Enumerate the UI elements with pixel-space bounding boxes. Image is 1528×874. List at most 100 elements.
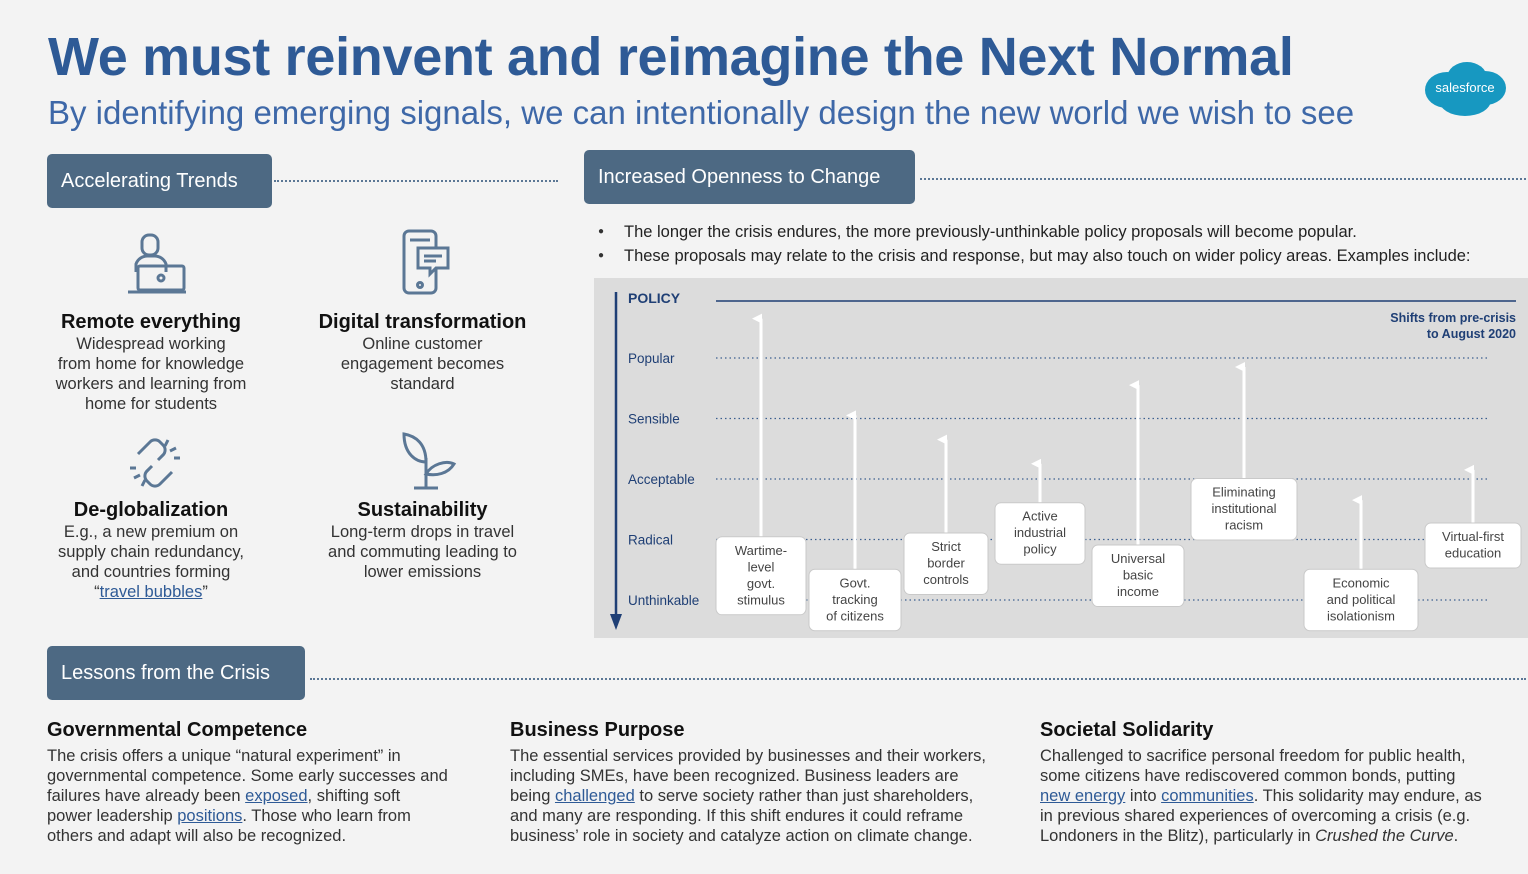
lesson-text: some citizens have rediscovered common b… <box>1040 767 1456 785</box>
level-label: Unthinkable <box>628 593 699 608</box>
policy-label: Eliminating <box>1212 485 1276 500</box>
trend-sustainability: Sustainability Long-term drops in travel… <box>300 500 545 582</box>
divider <box>920 178 1526 180</box>
trend-title: Remote everything <box>60 311 242 333</box>
lesson-text: business’ role in society and catalyze a… <box>510 827 973 845</box>
page-title: We must reinvent and reimagine the Next … <box>48 27 1294 87</box>
policy-label: level <box>748 559 775 574</box>
policy-label: income <box>1117 584 1159 599</box>
challenged-link[interactable]: challenged <box>554 787 635 805</box>
trend-text: Online customer <box>362 335 483 353</box>
trend-text: standard <box>390 375 455 393</box>
trend-text: Widespread working <box>76 335 226 353</box>
level-label: Radical <box>628 533 673 548</box>
trend-text: workers and learning from <box>55 375 247 393</box>
policy-label-box <box>1424 522 1522 569</box>
policy-label: Strict <box>931 539 961 554</box>
policy-label: Govt. <box>839 575 870 590</box>
policy-label: govt. <box>747 576 775 591</box>
lesson-title: Business Purpose <box>510 719 685 741</box>
policy-label-box <box>1091 544 1185 608</box>
policy-label: Economic <box>1332 575 1390 590</box>
policy-label: Wartime- <box>735 543 787 558</box>
lesson-text-part: , shifting soft <box>307 787 401 805</box>
lesson-text: The essential services provided by busin… <box>510 747 986 765</box>
accelerating-trends-heading: Accelerating Trends <box>47 154 272 208</box>
openness-bullets: The longer the crisis endures, the more … <box>598 220 1471 268</box>
policy-label: institutional <box>1211 501 1276 516</box>
communities-link[interactable]: communities <box>1161 787 1254 805</box>
lesson-text-part: to serve society rather than just shareh… <box>634 787 974 805</box>
level-label: Acceptable <box>628 472 695 487</box>
policy-label: border <box>927 555 965 570</box>
trend-title: De-globalization <box>73 499 229 521</box>
policy-chart: POLICY Shifts from pre-crisis to August … <box>610 290 1522 632</box>
lessons-heading: Lessons from the Crisis <box>47 646 305 700</box>
chart-note: Shifts from pre-crisis <box>1390 311 1516 325</box>
lesson-title: Societal Solidarity <box>1040 719 1214 741</box>
sprout-icon <box>394 428 458 492</box>
openness-heading: Increased Openness to Change <box>584 150 915 204</box>
policy-label: and political <box>1327 592 1396 607</box>
lesson-governmental-competence: Governmental Competence The crisis offer… <box>47 720 487 846</box>
divider <box>310 678 1526 680</box>
policy-label: Active <box>1022 509 1057 524</box>
lesson-text-part: Londoners in the Blitz), particularly in <box>1040 827 1316 845</box>
trend-text: engagement becomes <box>340 355 505 373</box>
policy-label: of citizens <box>826 608 884 623</box>
lesson-text: others and adapt will also be recognized… <box>47 827 347 845</box>
trend-text: from home for knowledge <box>57 355 245 373</box>
policy-label: Virtual-first <box>1442 529 1504 544</box>
lesson-text: The crisis offers a unique “natural expe… <box>47 747 401 765</box>
lesson-text: in previous shared experiences of overco… <box>1040 807 1471 825</box>
laptop-user-icon <box>120 230 190 300</box>
travel-bubbles-link[interactable]: travel bubbles <box>99 583 203 601</box>
policy-label: industrial <box>1014 525 1066 540</box>
policy-label-box <box>903 532 989 595</box>
policy-label-box <box>994 502 1086 565</box>
lesson-societal-solidarity: Societal Solidarity Challenged to sacrif… <box>1040 720 1520 846</box>
lesson-text-part: . Those who learn from <box>242 807 411 825</box>
policy-axis-arrowhead <box>610 614 622 630</box>
lesson-text: failures have already been exposed, shif… <box>47 786 487 806</box>
trend-text: home for students <box>84 395 218 413</box>
chart-note: to August 2020 <box>1427 327 1516 341</box>
positions-link[interactable]: positions <box>177 807 243 825</box>
trend-text: Long-term drops in travel <box>330 523 515 541</box>
trend-text: “travel bubbles” <box>40 582 262 602</box>
trend-text: and countries forming <box>71 563 231 581</box>
exposed-link[interactable]: exposed <box>245 787 308 805</box>
mobile-chat-icon <box>388 228 458 298</box>
quote-mark: ” <box>202 583 208 601</box>
lesson-text-part: . <box>1453 827 1459 845</box>
trend-text: and commuting leading to <box>328 543 517 561</box>
lesson-title: Governmental Competence <box>47 719 308 741</box>
lesson-text: power leadership positions. Those who le… <box>47 806 487 826</box>
policy-label: education <box>1445 546 1501 561</box>
policy-label: Universal <box>1111 551 1165 566</box>
policy-label: isolationism <box>1327 608 1395 623</box>
lesson-text: and many are responding. If this shift e… <box>510 807 964 825</box>
lesson-business-purpose: Business Purpose The essential services … <box>510 720 1020 846</box>
trend-text: supply chain redundancy, <box>58 543 244 561</box>
salesforce-logo: salesforce <box>1423 60 1507 118</box>
trend-digital-transformation: Digital transformation Online customer e… <box>300 312 545 394</box>
trend-text: lower emissions <box>363 563 482 581</box>
lesson-text-part: . This solidarity may endure, as <box>1253 787 1482 805</box>
quote-mark: “ <box>94 583 100 601</box>
policy-label-box <box>1190 478 1298 541</box>
policy-label: policy <box>1023 542 1057 557</box>
lesson-text: including SMEs, have been recognized. Bu… <box>510 767 959 785</box>
page-subtitle: By identifying emerging signals, we can … <box>48 94 1355 131</box>
new-energy-link[interactable]: new energy <box>1040 787 1126 805</box>
lesson-text-part: into <box>1125 787 1162 805</box>
trend-title: Sustainability <box>357 499 488 521</box>
lesson-text: governmental competence. Some early succ… <box>47 767 448 785</box>
lesson-text: new energy into communities. This solida… <box>1040 786 1520 806</box>
trend-text: E.g., a new premium on <box>63 523 239 541</box>
lesson-text: Challenged to sacrifice personal freedom… <box>1040 747 1466 765</box>
lesson-text: Londoners in the Blitz), particularly in… <box>1040 826 1520 846</box>
book-title: Crushed the Curve <box>1315 827 1454 845</box>
trend-title: Digital transformation <box>318 311 527 333</box>
policy-axis-label: POLICY <box>628 290 681 306</box>
